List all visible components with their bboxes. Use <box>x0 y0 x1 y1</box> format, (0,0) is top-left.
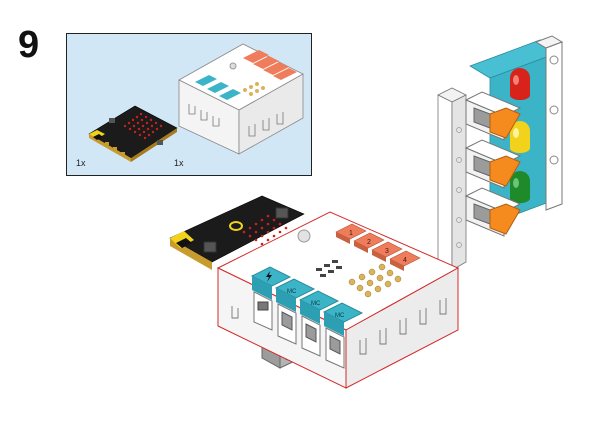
port-1-label: 1 <box>349 230 353 237</box>
mc-connector-2: MC <box>298 290 340 357</box>
mc-label-3: MC <box>335 313 345 319</box>
vertical-beam <box>437 87 467 271</box>
port-2-label: 2 <box>367 239 371 246</box>
expansion-board-main: 1 2 3 4 <box>216 211 460 389</box>
green-led <box>510 171 530 203</box>
port-block-1 <box>243 50 269 63</box>
port-2: 2 <box>353 232 385 253</box>
light-connector-2 <box>464 139 522 189</box>
lightning-icon <box>266 271 272 282</box>
mc-connector-1: MC <box>274 278 316 345</box>
mc-connector-3: MC <box>322 302 364 369</box>
microbit-part-image <box>88 105 178 162</box>
yellow-led <box>510 121 530 153</box>
port-1: 1 <box>335 223 367 244</box>
step-number: 9 <box>18 24 40 66</box>
microbit-board <box>88 105 178 162</box>
parts-list-box: 1x 1x <box>66 33 312 176</box>
power-connector <box>250 266 292 331</box>
port-4: 4 <box>389 250 421 271</box>
mc-label-2: MC <box>311 301 321 307</box>
light-connector-1 <box>464 91 522 141</box>
port-block-3 <box>263 62 289 75</box>
expansion-board-quantity: 1x <box>174 158 184 168</box>
expansion-board-part-image <box>178 43 304 155</box>
microbit-quantity: 1x <box>76 158 86 168</box>
port-block-4 <box>273 68 297 80</box>
port-block-2 <box>253 56 279 69</box>
red-led <box>510 68 530 100</box>
light-connector-3 <box>464 187 522 237</box>
traffic-light-module-icon <box>464 35 564 237</box>
port-4-label: 4 <box>403 257 407 264</box>
port-3: 3 <box>371 241 403 262</box>
port-3-label: 3 <box>385 248 389 255</box>
mc-label-1: MC <box>287 289 297 295</box>
